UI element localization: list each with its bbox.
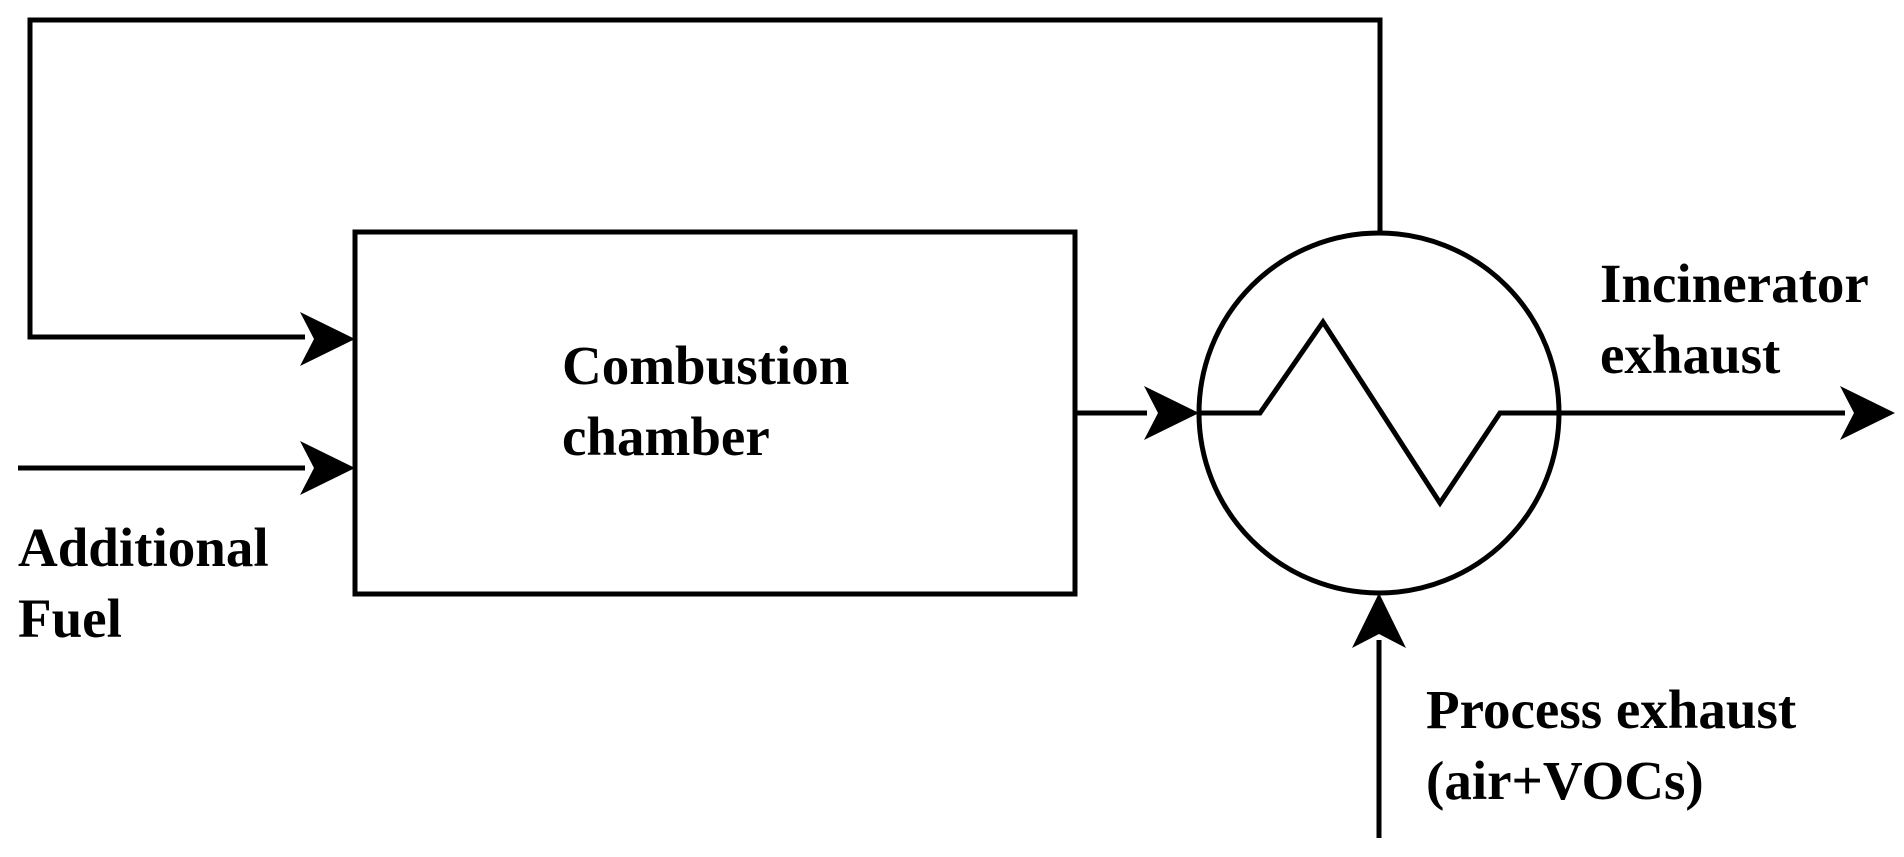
additional-fuel-arrowhead — [300, 441, 355, 495]
process-exhaust-label-line1: Process exhaust — [1426, 679, 1797, 740]
incinerator-exhaust-label-line2: exhaust — [1600, 324, 1781, 385]
preheated-exhaust-arrowhead — [300, 312, 355, 366]
chamber-outlet-arrowhead — [1144, 386, 1199, 440]
process-exhaust-label: Process exhaust (air+VOCs) — [1426, 674, 1796, 816]
preheated-exhaust-recycle-line — [27, 17, 1383, 340]
combustion-chamber-label-line2: chamber — [562, 406, 770, 467]
combustion-chamber-label: Combustion chamber — [562, 330, 849, 472]
incinerator-exhaust-arrowhead — [1840, 386, 1895, 440]
process-exhaust-arrowhead — [1352, 593, 1406, 648]
additional-fuel-label-line1: Additional — [18, 517, 269, 578]
additional-fuel-label-line2: Fuel — [18, 588, 122, 649]
process-exhaust-label-line2: (air+VOCs) — [1426, 750, 1704, 811]
incinerator-exhaust-label-line1: Incinerator — [1600, 253, 1869, 314]
incinerator-exhaust-label: Incinerator exhaust — [1600, 248, 1869, 390]
additional-fuel-label: Additional Fuel — [18, 512, 269, 654]
heat-exchanger-coil — [1199, 317, 1559, 508]
combustion-chamber-label-line1: Combustion — [562, 335, 850, 396]
